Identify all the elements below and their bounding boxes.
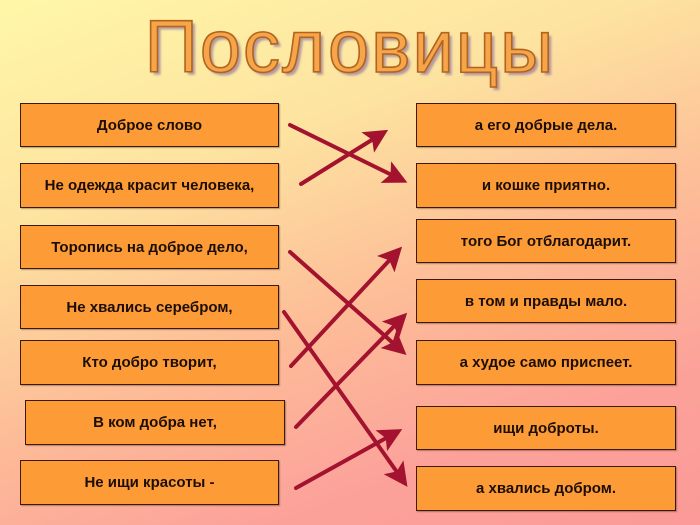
left-item-label: Не одежда красит человека, xyxy=(44,177,255,194)
right-item-label: а хвались добром. xyxy=(475,480,617,497)
right-item-7[interactable]: а хвались добром. xyxy=(416,466,676,511)
right-item-label: а худое само приспеет. xyxy=(459,354,633,371)
left-item-label: Доброе слово xyxy=(96,116,203,134)
left-item-label: Кто добро творит, xyxy=(82,354,217,371)
arrow-icon xyxy=(288,123,408,183)
right-item-label: в том и правды мало. xyxy=(464,292,628,310)
left-item-label: Не ищи красоты - xyxy=(84,474,215,491)
arrow-icon xyxy=(294,429,403,490)
page-title: Пословицы xyxy=(144,4,556,89)
arrow-icon xyxy=(282,310,408,487)
left-item-4[interactable]: Не хвались серебром, xyxy=(20,285,279,329)
right-item-label: того Бог отблагодарит. xyxy=(460,232,632,250)
left-item-label: Не хвались серебром, xyxy=(66,298,233,316)
right-item-label: ищи доброты. xyxy=(493,419,599,437)
left-item-label: Торопись на доброе дело, xyxy=(51,238,248,256)
left-item-2[interactable]: Не одежда красит человека, xyxy=(20,163,279,208)
right-item-5[interactable]: а худое само приспеет. xyxy=(416,340,676,385)
right-item-6[interactable]: ищи доброты. xyxy=(416,406,676,450)
left-item-6[interactable]: В ком добра нет, xyxy=(25,400,285,445)
right-item-3[interactable]: того Бог отблагодарит. xyxy=(416,219,676,263)
arrow-icon xyxy=(289,246,403,368)
left-item-label: В ком добра нет, xyxy=(93,414,217,431)
right-item-1[interactable]: а его добрые дела. xyxy=(416,103,676,147)
arrow-icon xyxy=(299,129,389,186)
right-item-label: и кошке приятно. xyxy=(481,177,611,194)
left-item-7[interactable]: Не ищи красоты - xyxy=(20,460,279,505)
arrow-icon xyxy=(294,312,408,429)
right-item-4[interactable]: в том и правды мало. xyxy=(416,279,676,323)
right-item-2[interactable]: и кошке приятно. xyxy=(416,163,676,208)
left-item-1[interactable]: Доброе слово xyxy=(20,103,279,147)
right-item-label: а его добрые дела. xyxy=(474,116,618,134)
left-item-5[interactable]: Кто добро творит, xyxy=(20,340,279,385)
left-item-3[interactable]: Торопись на доброе дело, xyxy=(20,225,279,269)
